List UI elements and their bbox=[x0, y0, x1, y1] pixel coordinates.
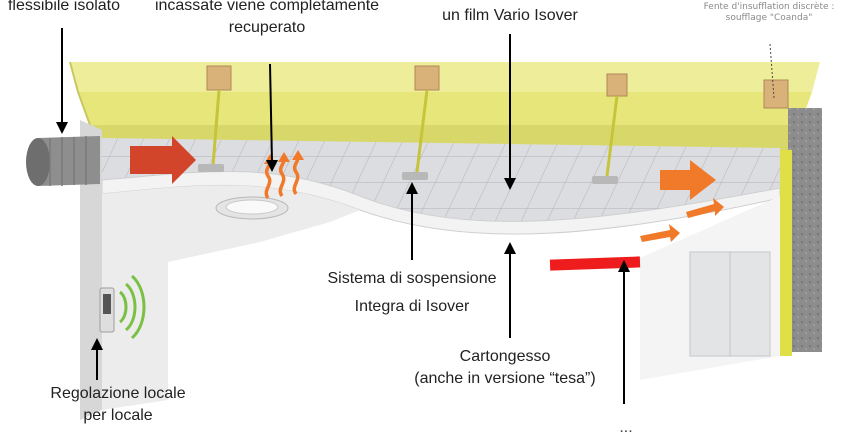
wireless-signal-icon bbox=[118, 274, 146, 340]
suspension-hangers bbox=[211, 89, 619, 177]
diffusion-slot-marker bbox=[549, 256, 641, 271]
leader-arrowheads bbox=[56, 122, 630, 350]
label-suspension-line2: Integra di Isover bbox=[354, 298, 470, 315]
label-coanda-line1: Fente d'insufflation discrète : bbox=[703, 2, 835, 12]
room-control-unit bbox=[99, 287, 115, 333]
label-suspension-line1: Sistema di sospensione bbox=[327, 270, 497, 287]
label-regulation-line1: Regolazione locale bbox=[50, 385, 186, 402]
right-room-wall bbox=[640, 150, 792, 380]
label-vario-film: un film Vario Isover bbox=[442, 7, 578, 24]
label-partial-bottom: ... bbox=[619, 419, 633, 432]
timber-joists bbox=[206, 65, 789, 109]
label-coanda-line2: soufflage "Coanda" bbox=[725, 13, 813, 23]
label-lights-line1: incassate viene completamente bbox=[154, 0, 380, 14]
hanger-clips bbox=[198, 164, 618, 184]
label-lights-line2: recuperato bbox=[228, 19, 306, 36]
label-duct: flessibile isolato bbox=[7, 0, 121, 14]
air-small-arrows bbox=[640, 198, 724, 242]
mineral-wool-insulation bbox=[69, 61, 820, 151]
left-room-wall bbox=[102, 130, 360, 410]
flexible-duct bbox=[26, 136, 100, 186]
masonry-wall bbox=[788, 108, 822, 352]
recessed-downlight bbox=[215, 196, 289, 220]
leader-lines bbox=[61, 28, 775, 404]
label-regulation-line2: per locale bbox=[83, 407, 153, 424]
label-plasterboard-line1: Cartongesso bbox=[459, 348, 551, 365]
label-plasterboard-line2: (anche in versione “tesa”) bbox=[414, 370, 596, 387]
air-inlet-arrow bbox=[130, 136, 196, 184]
air-outlet-arrow bbox=[660, 160, 716, 200]
